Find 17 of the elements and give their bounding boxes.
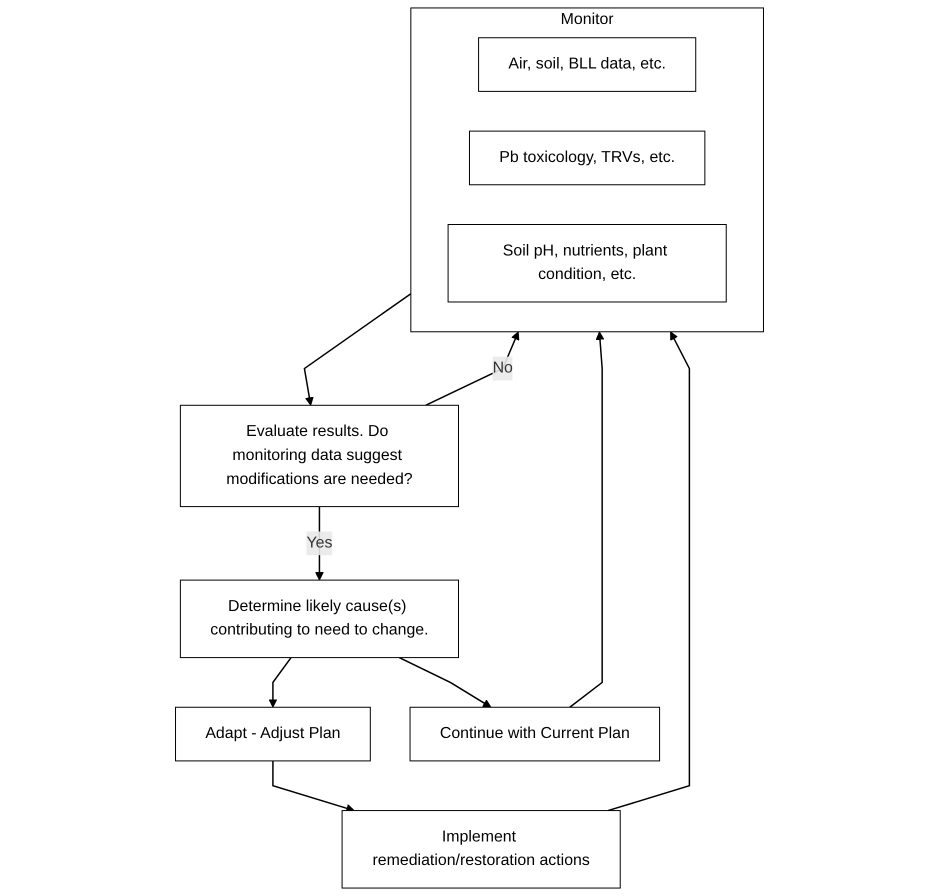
edge-label: No — [492, 360, 513, 376]
edge-label: Yes — [306, 534, 332, 552]
arrow — [272, 760, 355, 812]
arrow — [398, 656, 492, 708]
node-box: Implement remediation/restoration actions — [342, 810, 621, 889]
arrow — [569, 331, 604, 708]
arrow — [304, 293, 412, 406]
arrow — [425, 331, 520, 406]
node-box: Soil pH, nutrients, plant condition, etc. — [448, 224, 727, 302]
node-box: Determine likely cause(s) contributing to need to change. — [180, 580, 459, 658]
arrow — [268, 657, 292, 708]
node-box: Pb toxicology, TRVs, etc. — [468, 130, 706, 186]
node-box: Evaluate results. Do monitoring data suggest modifications are needed? — [180, 404, 459, 508]
node-box: Air, soil, BLL data, etc. — [478, 37, 696, 92]
node-box: Adapt - Adjust Plan — [175, 706, 371, 762]
node-box: Continue with Current Plan — [410, 706, 660, 762]
arrow — [608, 331, 690, 812]
